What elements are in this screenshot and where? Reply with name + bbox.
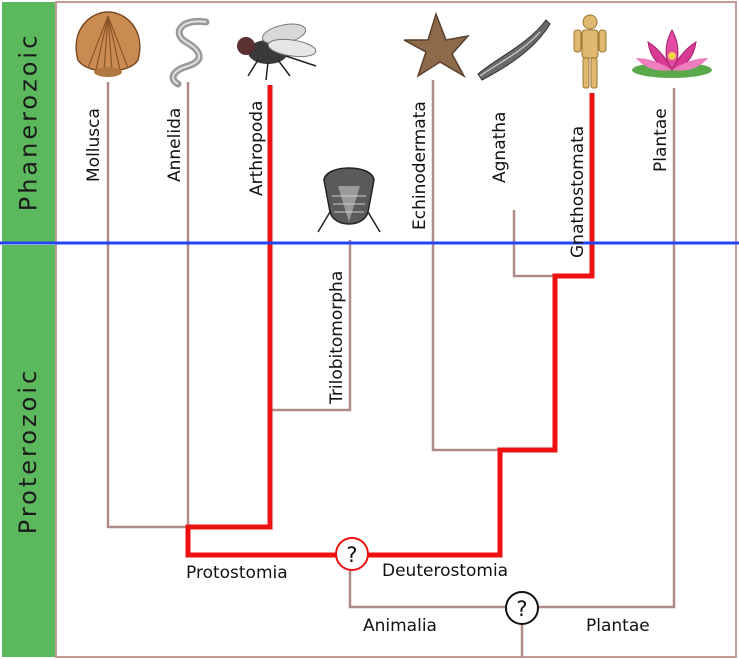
label-animalia: Animalia	[363, 616, 437, 636]
human-figure-icon	[574, 15, 606, 88]
label-plantae-clade: Plantae	[586, 616, 650, 636]
label-agnatha: Agnatha	[490, 112, 510, 183]
label-trilobitomorpha: Trilobitomorpha	[327, 271, 347, 405]
label-mollusca: Mollusca	[84, 108, 104, 182]
clade-labels: Protostomia Deuterostomia Animalia Plant…	[186, 561, 650, 636]
worm-icon	[173, 21, 206, 84]
node-animalia: ?	[336, 538, 368, 570]
label-gnathostomata: Gnathostomata	[568, 126, 588, 258]
taxa-labels: Mollusca Annelida Arthropoda Trilobitomo…	[84, 101, 671, 405]
label-annelida: Annelida	[165, 108, 185, 182]
starfish-icon	[404, 14, 468, 76]
label-deuterostomia: Deuterostomia	[382, 561, 508, 581]
label-arthropoda: Arthropoda	[247, 101, 267, 196]
shell-icon	[76, 12, 140, 77]
trilobite-icon	[318, 168, 380, 232]
label-plantae: Plantae	[651, 108, 671, 172]
node-question-mark: ?	[516, 597, 527, 621]
label-echinodermata: Echinodermata	[410, 101, 430, 230]
diagram-border	[56, 2, 736, 657]
node-root: ?	[506, 592, 538, 624]
lotus-flower-icon	[632, 30, 712, 78]
lamprey-icon	[478, 20, 550, 80]
highlight-deuterostome-path	[366, 93, 592, 555]
label-protostomia: Protostomia	[186, 563, 288, 583]
fly-icon	[237, 21, 317, 80]
node-question-mark: ?	[346, 543, 357, 567]
